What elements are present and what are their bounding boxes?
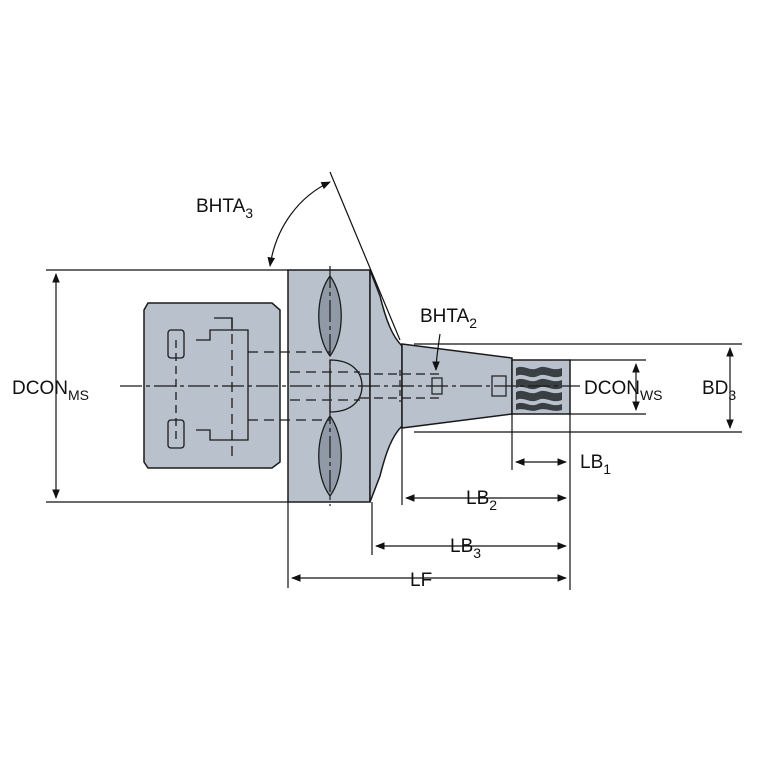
label-bhta3: BHTA3	[196, 196, 253, 221]
label-bhta2: BHTA2	[420, 306, 477, 331]
label-lf: LF	[410, 570, 432, 591]
dimension-labels: BHTA3 BHTA2 DCONMS DCONWS BD3 LB1 LB2 LB…	[12, 196, 736, 591]
label-lb3: LB3	[450, 536, 481, 561]
label-lb1: LB1	[580, 452, 611, 477]
label-lb2: LB2	[466, 488, 497, 513]
shank-hidden-features	[167, 317, 249, 460]
label-bd3: BD3	[702, 378, 736, 403]
thread-pattern	[516, 366, 562, 411]
dimension-lines	[46, 171, 742, 590]
bore-hidden-lines	[248, 351, 360, 421]
centerlines	[120, 266, 580, 506]
label-dcon-ws: DCONWS	[584, 378, 663, 403]
label-dcon-ms: DCONMS	[12, 378, 89, 403]
shank-machine-side	[143, 302, 281, 469]
